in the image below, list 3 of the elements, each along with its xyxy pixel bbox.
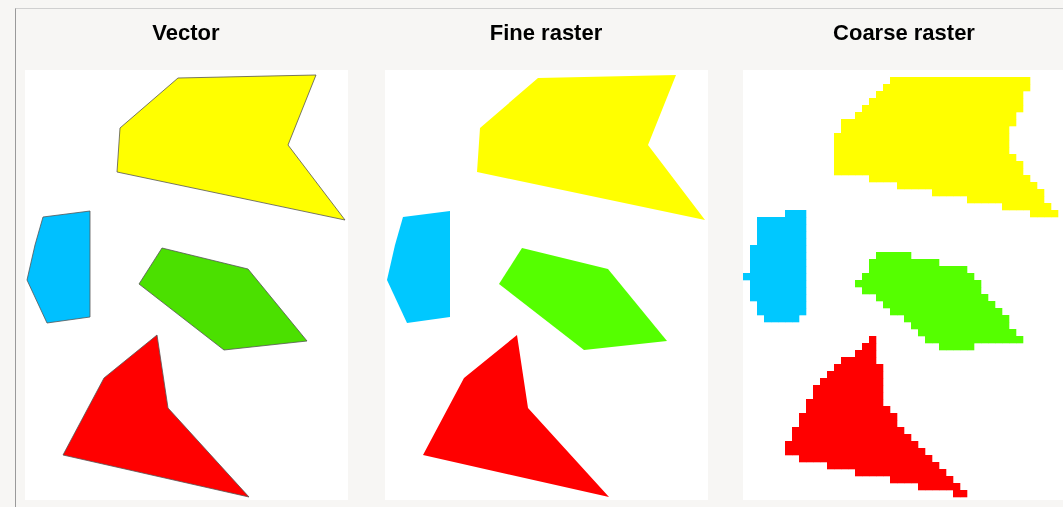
- panel-heading: Coarse raster: [832, 20, 976, 46]
- panel-heading: Fine raster: [488, 20, 604, 46]
- panel-heading: Vector: [151, 20, 221, 46]
